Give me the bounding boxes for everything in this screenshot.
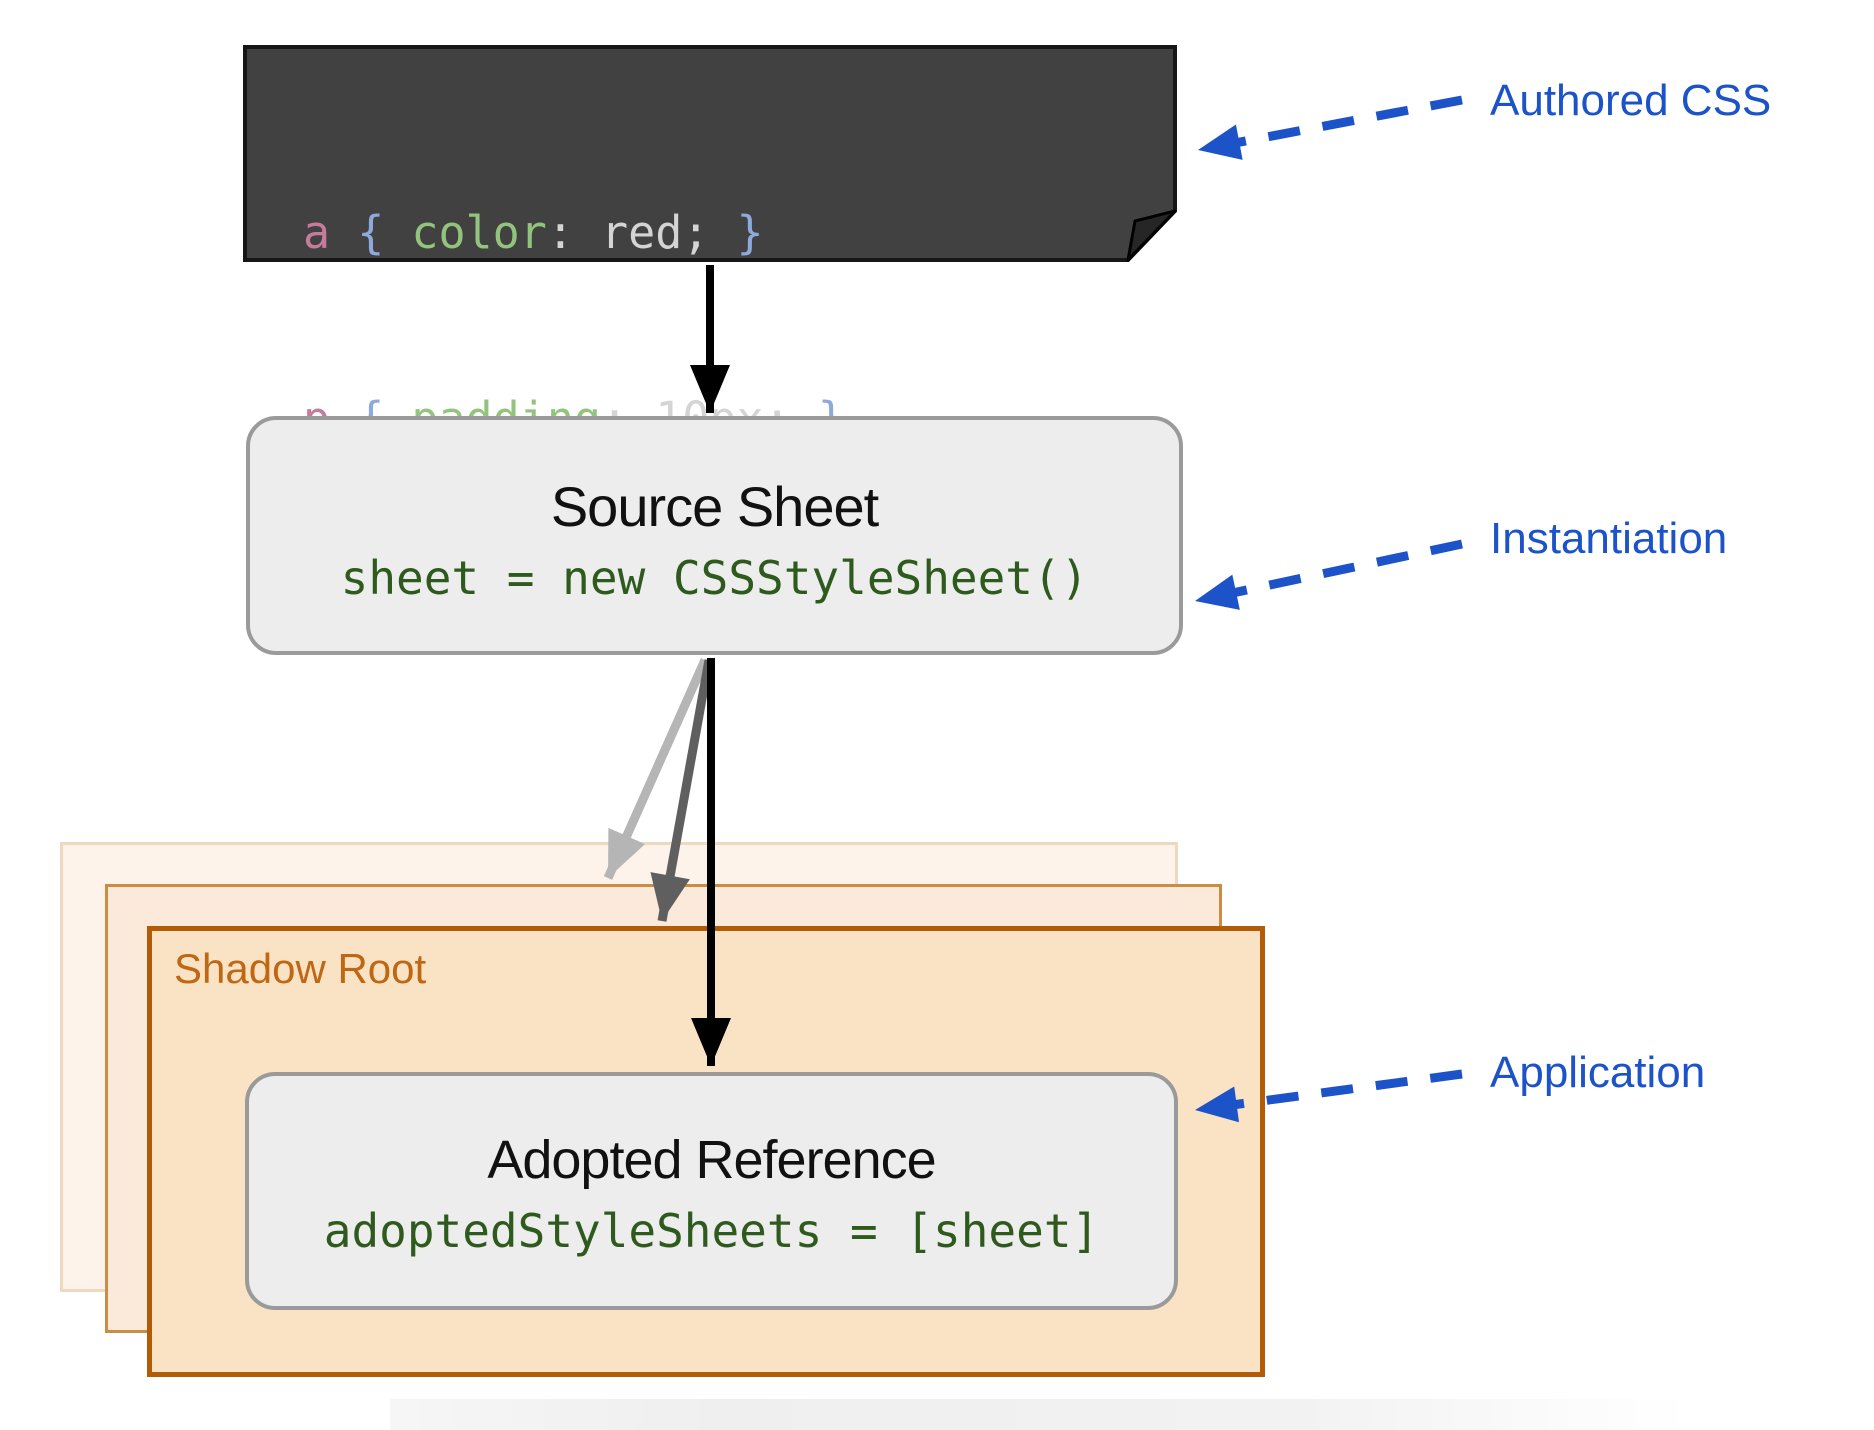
adopted-reference-code: adoptedStyleSheets = [sheet]	[323, 1204, 1100, 1258]
adopted-reference-box: Adopted Reference adoptedStyleSheets = […	[245, 1072, 1178, 1310]
source-sheet-code: sheet = new CSSStyleSheet()	[340, 550, 1089, 605]
css-rule-line: a { color: red; }	[303, 202, 845, 264]
annotation-arrow-authored-css	[1197, 95, 1463, 160]
annotation-label-application: Application	[1490, 1048, 1706, 1097]
annotation-arrow-instantiation	[1194, 539, 1463, 610]
css-property-token: color	[411, 206, 547, 259]
css-open-brace-token: {	[357, 206, 412, 259]
shadow-root-sheet-front: Shadow Root Adopted Reference adoptedSty…	[147, 926, 1265, 1377]
annotation-label-instantiation: Instantiation	[1490, 514, 1728, 563]
source-sheet-box: Source Sheet sheet = new CSSStyleSheet()	[246, 416, 1183, 655]
annotation-label-authored-css: Authored CSS	[1490, 76, 1772, 125]
css-value-token: : red;	[546, 206, 737, 259]
source-sheet-title: Source Sheet	[550, 474, 879, 538]
bottom-gradient-band	[390, 1399, 1690, 1430]
adopted-reference-title: Adopted Reference	[487, 1130, 936, 1190]
css-close-brace-token: }	[736, 206, 764, 259]
shadow-root-label: Shadow Root	[174, 945, 427, 992]
css-selector-token: a	[303, 206, 358, 259]
authored-css-card: a { color: red; } p { padding: 10px; }	[243, 45, 1178, 445]
folded-corner-icon	[1126, 209, 1177, 262]
folded-page-shape	[243, 45, 1177, 262]
